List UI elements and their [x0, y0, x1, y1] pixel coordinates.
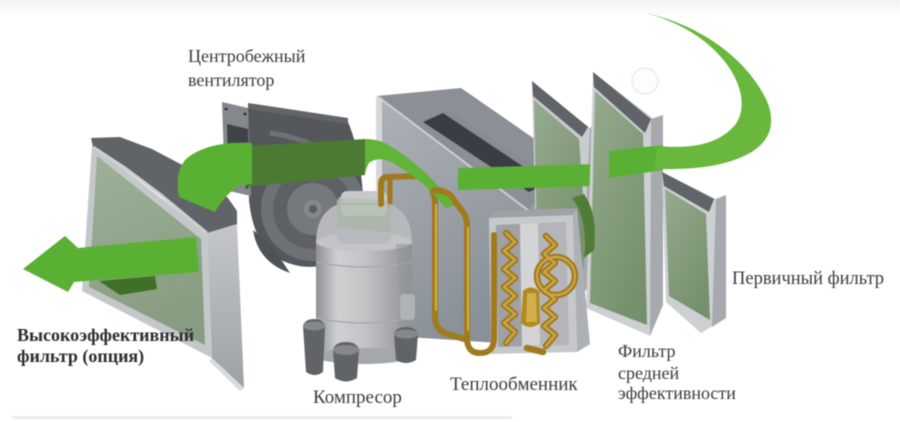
svg-text:средней: средней [618, 363, 680, 383]
svg-text:эффективности: эффективности [618, 383, 736, 403]
svg-text:Центробежный: Центробежный [188, 46, 306, 66]
svg-text:вентилятор: вентилятор [188, 70, 274, 90]
svg-text:фильтр (опция): фильтр (опция) [17, 346, 144, 367]
svg-text:Теплообменник: Теплообменник [450, 374, 578, 395]
svg-text:Высокоэффективный: Высокоэффективный [17, 325, 194, 345]
svg-text:Фильтр: Фильтр [618, 341, 675, 361]
svg-text:Первичный фильтр: Первичный фильтр [732, 269, 884, 289]
svg-text:Компресор: Компресор [313, 387, 402, 408]
